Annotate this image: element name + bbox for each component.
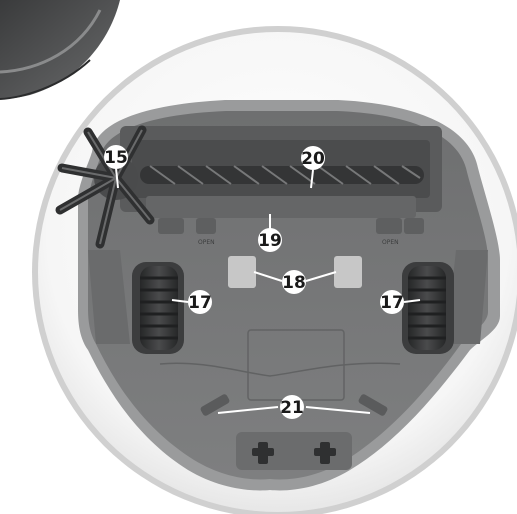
callout-19: 19 (258, 228, 282, 252)
leader-15 (115, 167, 119, 189)
lower-panel (159, 362, 401, 416)
cliff-sensor-left (200, 394, 230, 416)
robot-vacuum-top-partial (0, 0, 120, 100)
cliff-sensor-right (358, 394, 388, 416)
leader-17-right (403, 299, 421, 303)
main-brush-compartment (120, 126, 442, 218)
side-brush (55, 125, 155, 249)
svg-text:18: 18 (282, 273, 306, 293)
main-brush (140, 165, 424, 185)
callout-17-right: 17 (380, 290, 404, 314)
callout-15: 15 (104, 145, 128, 169)
svg-text:17: 17 (380, 293, 404, 313)
svg-text:21: 21 (280, 398, 304, 418)
dust-sensor-pads (228, 256, 362, 288)
leader-18-left (253, 271, 283, 282)
wheel-left (132, 262, 184, 354)
sensor-pad-left (228, 256, 256, 288)
leader-20 (310, 169, 314, 189)
sensor-pad-right (334, 256, 362, 288)
bottom-clips (236, 432, 352, 470)
svg-text:17: 17 (188, 293, 212, 313)
leader-18-right (305, 271, 337, 282)
svg-text:20: 20 (301, 149, 325, 169)
open-label-right: OPEN (382, 239, 399, 246)
svg-text:19: 19 (258, 231, 282, 251)
callout-20: 20 (301, 146, 325, 170)
callout-21: 21 (280, 395, 304, 419)
latch-right: OPEN (376, 218, 424, 246)
callout-17-left: 17 (188, 290, 212, 314)
bumper-right-lobe (446, 250, 488, 344)
open-label-left: OPEN (198, 239, 215, 246)
wheel-right (402, 262, 454, 354)
leader-17-left (171, 299, 189, 303)
bumper-left-lobe (88, 250, 130, 344)
leader-21-right (305, 406, 371, 414)
svg-text:15: 15 (104, 148, 128, 168)
leader-21-left (217, 406, 279, 414)
brush-cover-frame (146, 196, 416, 218)
latch-left: OPEN (158, 218, 216, 246)
callout-18: 18 (282, 270, 306, 294)
